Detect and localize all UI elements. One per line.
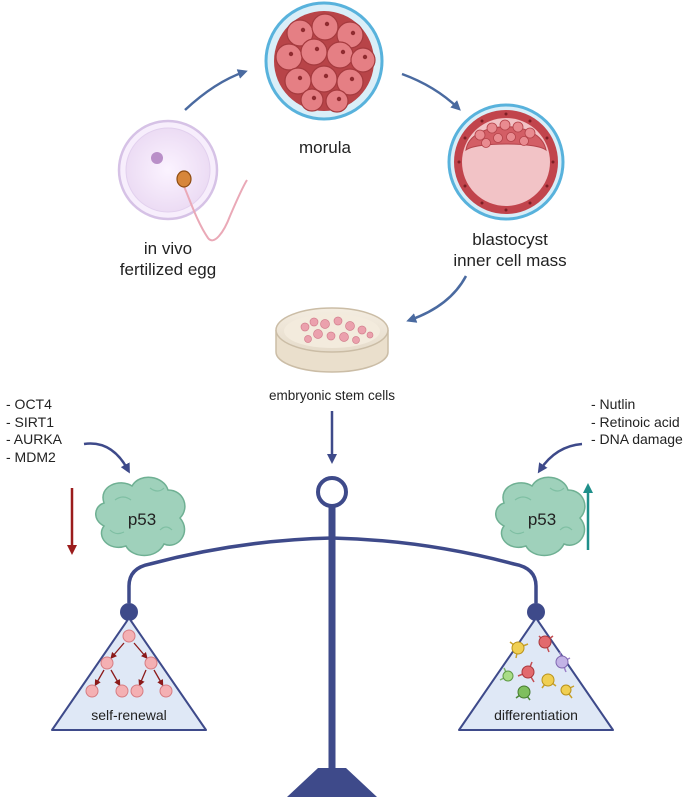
arrow-right-factors-to-p53 (537, 442, 583, 474)
label-self-renewal: self-renewal (91, 707, 167, 723)
label-fertilized-egg: in vivo fertilized egg (119, 239, 217, 279)
right-factor-item: - Retinoic acid (591, 413, 680, 430)
self-renewal-triangle (51, 617, 207, 731)
p53-label-right: p53 (527, 510, 557, 529)
arrow-egg-to-morula (184, 69, 248, 111)
right-factor-list: - Nutlin - Retinoic acid - DNA damage (591, 396, 683, 449)
arrow-left-factors-to-p53 (83, 442, 130, 474)
left-factor-item: - MDM2 (6, 448, 56, 465)
morula-icon (264, 1, 384, 121)
left-factor-item: - SIRT1 (6, 413, 54, 430)
balance-scale (120, 476, 545, 797)
label-blastocyst: blastocyst inner cell mass (453, 230, 567, 270)
arrow-blastocyst-to-dish (406, 275, 468, 323)
right-factor-item: - Nutlin (591, 396, 636, 412)
p53-protein-right-icon (495, 476, 586, 557)
p53-label-left: p53 (127, 510, 157, 529)
label-morula: morula (299, 138, 351, 157)
p53-protein-left-icon (95, 476, 186, 557)
left-factor-list: - OCT4 - SIRT1 - AURKA - MDM2 (6, 396, 62, 466)
left-factor-item: - OCT4 (6, 396, 52, 412)
arrow-morula-to-blastocyst (401, 72, 461, 111)
fertilized-egg-icon (117, 119, 248, 242)
blastocyst-icon (447, 103, 565, 221)
label-differentiation: differentiation (494, 707, 578, 723)
label-embryonic-stem-cells: embryonic stem cells (268, 388, 396, 403)
left-factor-item: - AURKA (6, 431, 63, 447)
differentiation-triangle (458, 617, 614, 731)
right-factor-item: - DNA damage (591, 431, 683, 447)
petri-dish-icon (275, 307, 389, 373)
